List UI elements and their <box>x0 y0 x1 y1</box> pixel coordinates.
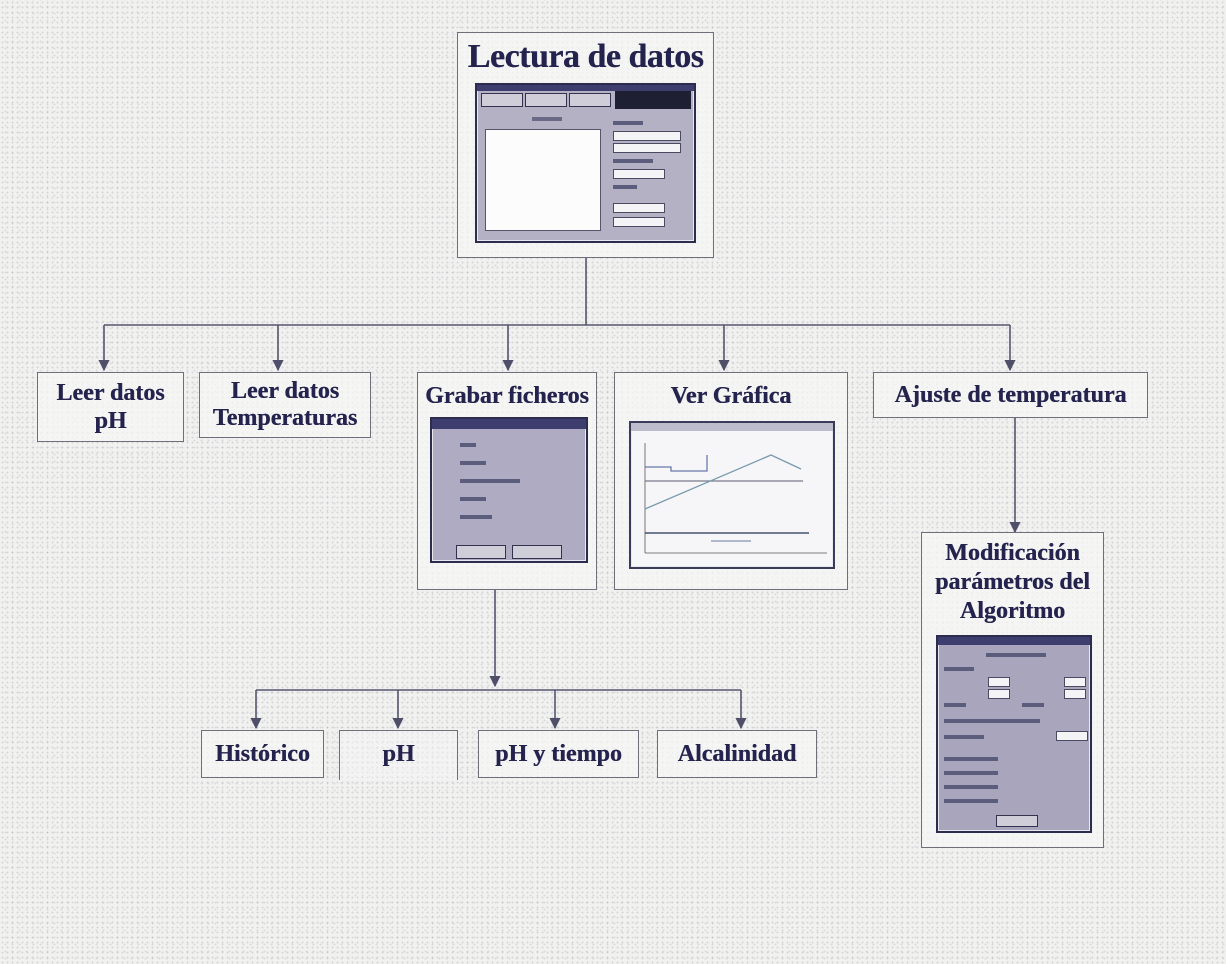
historico-label: Histórico <box>215 741 310 767</box>
grafica-mini-plot <box>644 443 827 554</box>
node-lectura-title: Lectura de datos <box>467 38 704 75</box>
lectura-list-pane <box>485 129 601 231</box>
node-modificacion-parametros: Modificación parámetros del Algoritmo <box>921 532 1104 848</box>
file-type-ph-y-tiempo: pH y tiempo <box>478 730 639 778</box>
ph-label: pH <box>382 741 415 767</box>
algoritmo-line3: Algoritmo <box>959 598 1066 624</box>
node-leer-datos-temperaturas: Leer datos Temperaturas <box>199 372 371 438</box>
grabar-cancel-button <box>512 545 562 559</box>
file-type-alcalinidad: Alcalinidad <box>657 730 817 778</box>
grabar-title: Grabar ficheros <box>425 383 589 409</box>
grafica-title: Ver Gráfica <box>670 383 792 409</box>
ph-tiempo-label: pH y tiempo <box>495 741 622 767</box>
algoritmo-line2: parámetros del <box>935 569 1090 595</box>
ajuste-title: Ajuste de temperatura <box>894 382 1127 408</box>
leer-temp-line2: Temperaturas <box>212 405 358 431</box>
algoritmo-screenshot <box>936 635 1092 833</box>
leer-ph-line2: pH <box>94 408 127 434</box>
node-grabar-ficheros: Grabar ficheros <box>417 372 597 590</box>
grafica-screenshot <box>629 421 835 569</box>
file-type-historico: Histórico <box>201 730 324 778</box>
grabar-screenshot <box>430 417 588 563</box>
leer-ph-line1: Leer datos <box>56 380 165 406</box>
grabar-ok-button <box>456 545 506 559</box>
lectura-screenshot <box>475 83 696 243</box>
leer-temp-line1: Leer datos <box>230 378 340 404</box>
node-ajuste-de-temperatura: Ajuste de temperatura <box>873 372 1148 418</box>
file-type-ph: pH <box>339 730 458 780</box>
node-ver-grafica: Ver Gráfica <box>614 372 848 590</box>
node-lectura-de-datos: Lectura de datos <box>457 32 714 258</box>
alcalinidad-label: Alcalinidad <box>677 741 797 767</box>
algoritmo-line1: Modificación <box>945 540 1080 566</box>
node-leer-datos-ph: Leer datos pH <box>37 372 184 442</box>
algoritmo-ok-button <box>996 815 1038 827</box>
